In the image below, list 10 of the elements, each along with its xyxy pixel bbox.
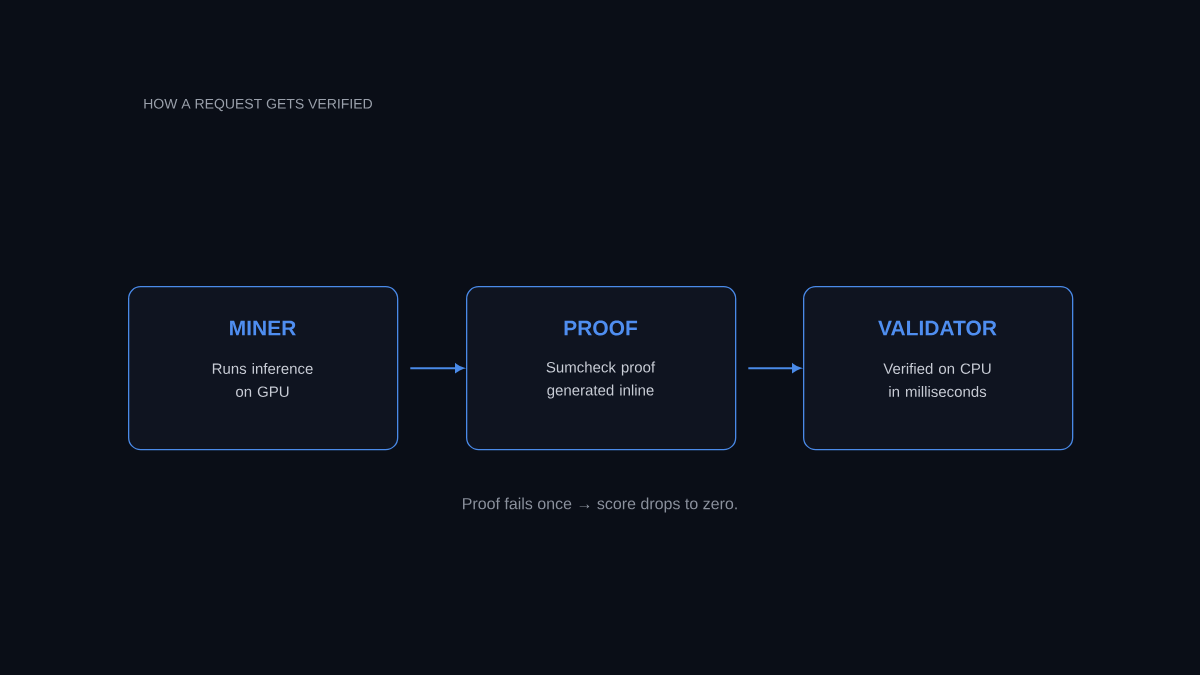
box-description: Verified on CPU in milliseconds [883,363,991,397]
caption: Proof fails once → score drops to zero. [463,497,737,513]
box-title: VALIDATOR [878,320,997,336]
box-description: Sumcheck proof generated inline [546,361,656,399]
box-title: PROOF [564,320,638,336]
arrow [409,363,464,373]
arrow [747,363,801,373]
subtitle: HOW A REQUEST GETS VERIFIED [144,98,372,112]
box-description: Runs inference on GPU [212,363,313,397]
box-title: MINER [230,320,296,336]
